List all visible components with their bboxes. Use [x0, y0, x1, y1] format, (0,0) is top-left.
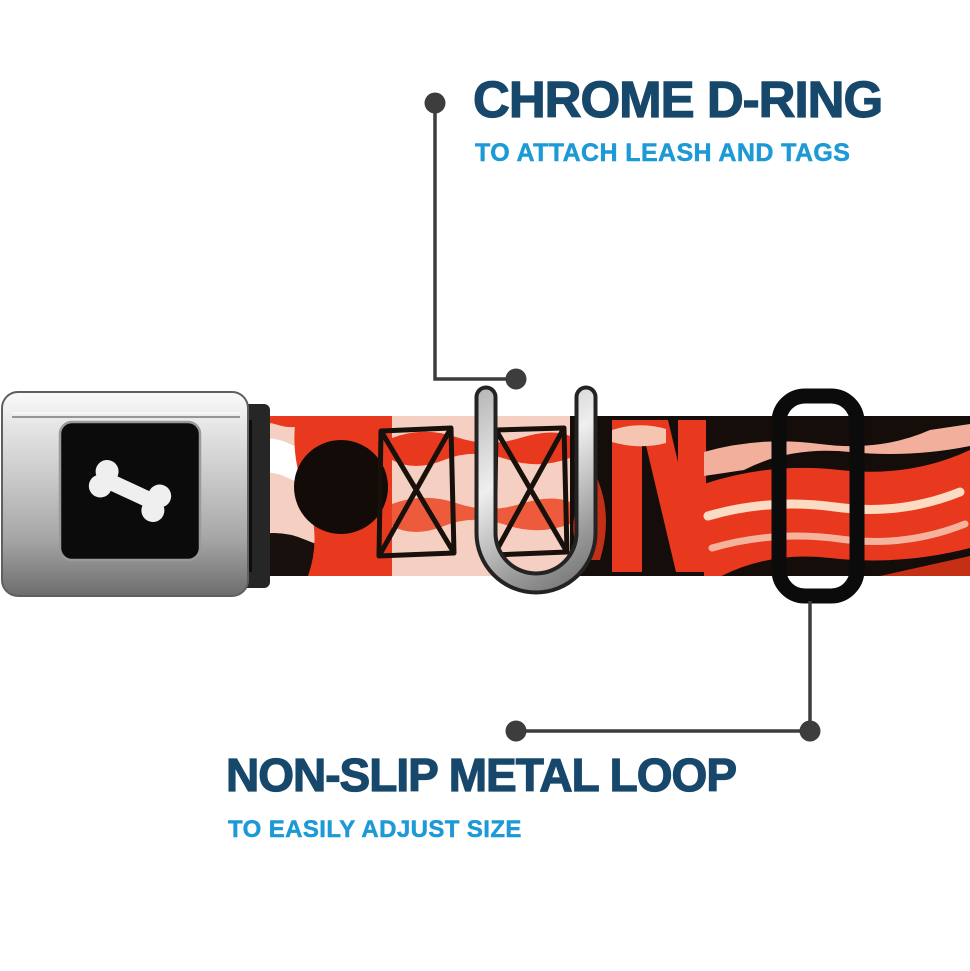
bottom-callout-title: NON-SLIP METAL LOOP — [225, 749, 737, 801]
bottom-callout-subtitle: TO EASILY ADJUST SIZE — [228, 816, 522, 843]
dog-bone-icon — [88, 459, 172, 523]
metal-slider-loop — [771, 388, 865, 604]
top-callout-title: CHROME D-RING — [472, 71, 883, 128]
collar-strap — [243, 416, 970, 576]
callout-line-top — [424, 92, 527, 390]
chrome-d-ring — [474, 385, 598, 595]
pattern-crossed-box-1 — [376, 425, 457, 559]
seatbelt-buckle — [1, 391, 270, 597]
top-callout-subtitle: TO ATTACH LEASH AND TAGS — [475, 139, 851, 167]
callout-line-bottom — [505, 601, 821, 742]
